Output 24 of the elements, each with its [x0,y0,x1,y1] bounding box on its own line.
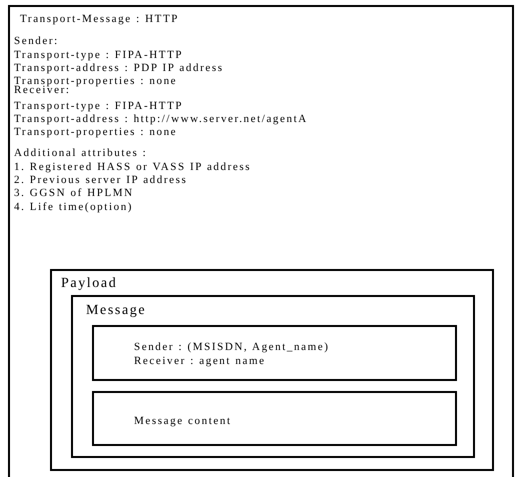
field-text: 1. Registered HASS or VASS IP address [14,162,252,173]
payload-box [50,269,494,471]
content-box [92,391,457,446]
field-text: Sender: [14,36,59,47]
field-text: Transport-properties : none [14,127,178,138]
field-text: Sender : (MSISDN, Agent_name) [134,342,330,353]
field-text: Transport-type : FIPA-HTTP [14,50,184,61]
field-text: 2. Previous server IP address [14,175,188,186]
field-text: Message content [134,416,232,427]
message-frame [8,5,514,477]
field-text: Receiver: [14,85,71,96]
field-text: Transport-address : http://www.server.net/agentA [14,114,308,125]
box-heading: Transport-Message : HTTP [20,14,179,25]
box-heading: Payload [61,277,118,291]
field-text: Receiver : agent name [134,356,266,367]
message-box [71,295,475,458]
field-text: Additional attributes : [14,148,148,159]
header-box [92,325,457,381]
field-text: Transport-type : FIPA-HTTP [14,101,184,112]
field-text: Transport-address : PDP IP address [14,63,224,74]
field-text: 3. GGSN of HPLMN [14,188,134,199]
field-text: Transport-properties : none [14,76,178,87]
box-heading: Message [86,304,146,318]
field-text: 4. Life time(option) [14,202,134,213]
